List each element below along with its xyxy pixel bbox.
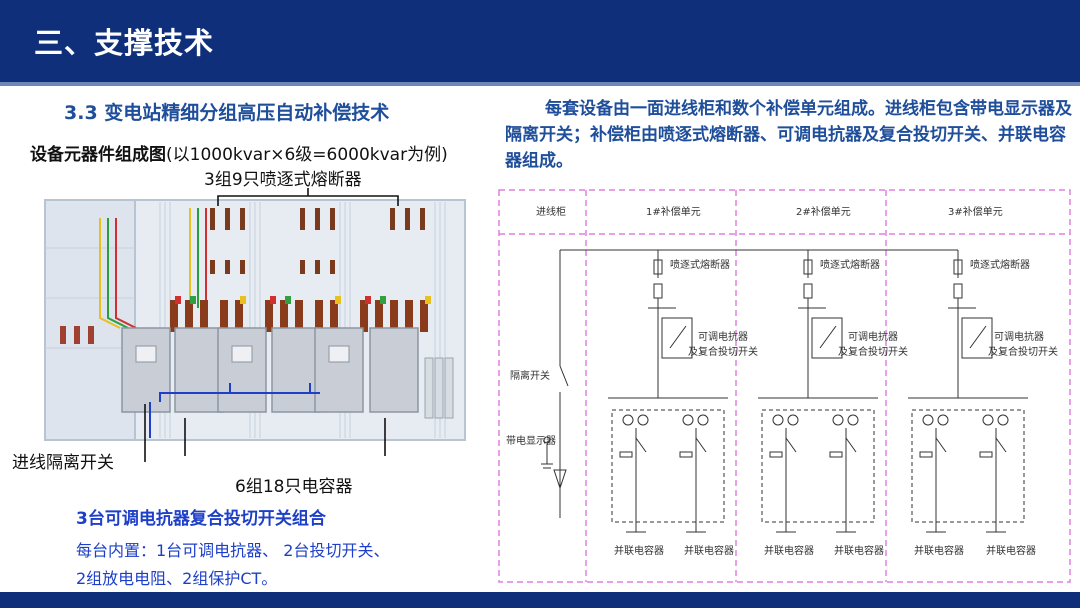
label-fuses: 3组9只喷逐式熔断器 (204, 170, 362, 190)
switch-leader (144, 404, 146, 462)
fuse-label-1: 喷逐式熔断器 (670, 258, 730, 271)
footer-bar (0, 592, 1080, 608)
description-text: 每套设备由一面进线柜和数个补偿单元组成。进线柜包含带电显示器及隔离开关；补偿柜由… (505, 99, 1072, 171)
reactor-line-1: 每台内置：1台可调电抗器、 2台投切开关、 (76, 541, 390, 560)
reactor-label-2a: 可调电抗器 (848, 330, 898, 343)
header-bar (0, 0, 1080, 82)
reactor-label-3b: 及复合投切开关 (988, 345, 1058, 358)
figure-caption: 设备元器件组成图(以1000kvar×6级=6000kvar为例) (30, 140, 448, 165)
circuit-diagram: 进线柜 1#补偿单元 2#补偿单元 3#补偿单元 (498, 189, 1071, 583)
section-subtitle: 3.3 变电站精细分组高压自动补偿技术 (64, 102, 390, 124)
caption-rest: (以1000kvar×6级=6000kvar为例) (166, 145, 448, 165)
reactor-label-1b: 及复合投切开关 (688, 345, 758, 358)
diagram-header-unit-2: 2#补偿单元 (796, 205, 851, 218)
fuse-label-3: 喷逐式熔断器 (970, 258, 1030, 271)
isolator-label: 隔离开关 (510, 369, 550, 382)
capacitor-label-3b: 并联电容器 (986, 544, 1036, 557)
equipment-illustration (44, 188, 466, 456)
reactor-label-2b: 及复合投切开关 (838, 345, 908, 358)
diagram-header-unit-1: 1#补偿单元 (646, 205, 701, 218)
reactor-label-3a: 可调电抗器 (994, 330, 1044, 343)
caption-bold: 设备元器件组成图 (30, 145, 166, 165)
indicator-label: 带电显示器 (506, 434, 556, 447)
header-divider (0, 82, 1080, 86)
diagram-header-unit-3: 3#补偿单元 (948, 205, 1003, 218)
label-switch: 进线隔离开关 (12, 453, 114, 473)
capacitor-label-2a: 并联电容器 (764, 544, 814, 557)
capacitor-label-1b: 并联电容器 (684, 544, 734, 557)
label-capacitors: 6组18只电容器 (235, 477, 353, 497)
diagram-header-inlet: 进线柜 (536, 205, 566, 218)
reactor-label-1a: 可调电抗器 (698, 330, 748, 343)
capacitor-label-2b: 并联电容器 (834, 544, 884, 557)
capacitor-label-1a: 并联电容器 (614, 544, 664, 557)
reactor-title: 3台可调电抗器复合投切开关组合 (76, 509, 326, 529)
reactor-line-2: 2组放电电阻、2组保护CT。 (76, 569, 278, 588)
fuse-label-2: 喷逐式熔断器 (820, 258, 880, 271)
capacitor-label-3a: 并联电容器 (914, 544, 964, 557)
slide-title: 三、支撑技术 (34, 26, 215, 60)
